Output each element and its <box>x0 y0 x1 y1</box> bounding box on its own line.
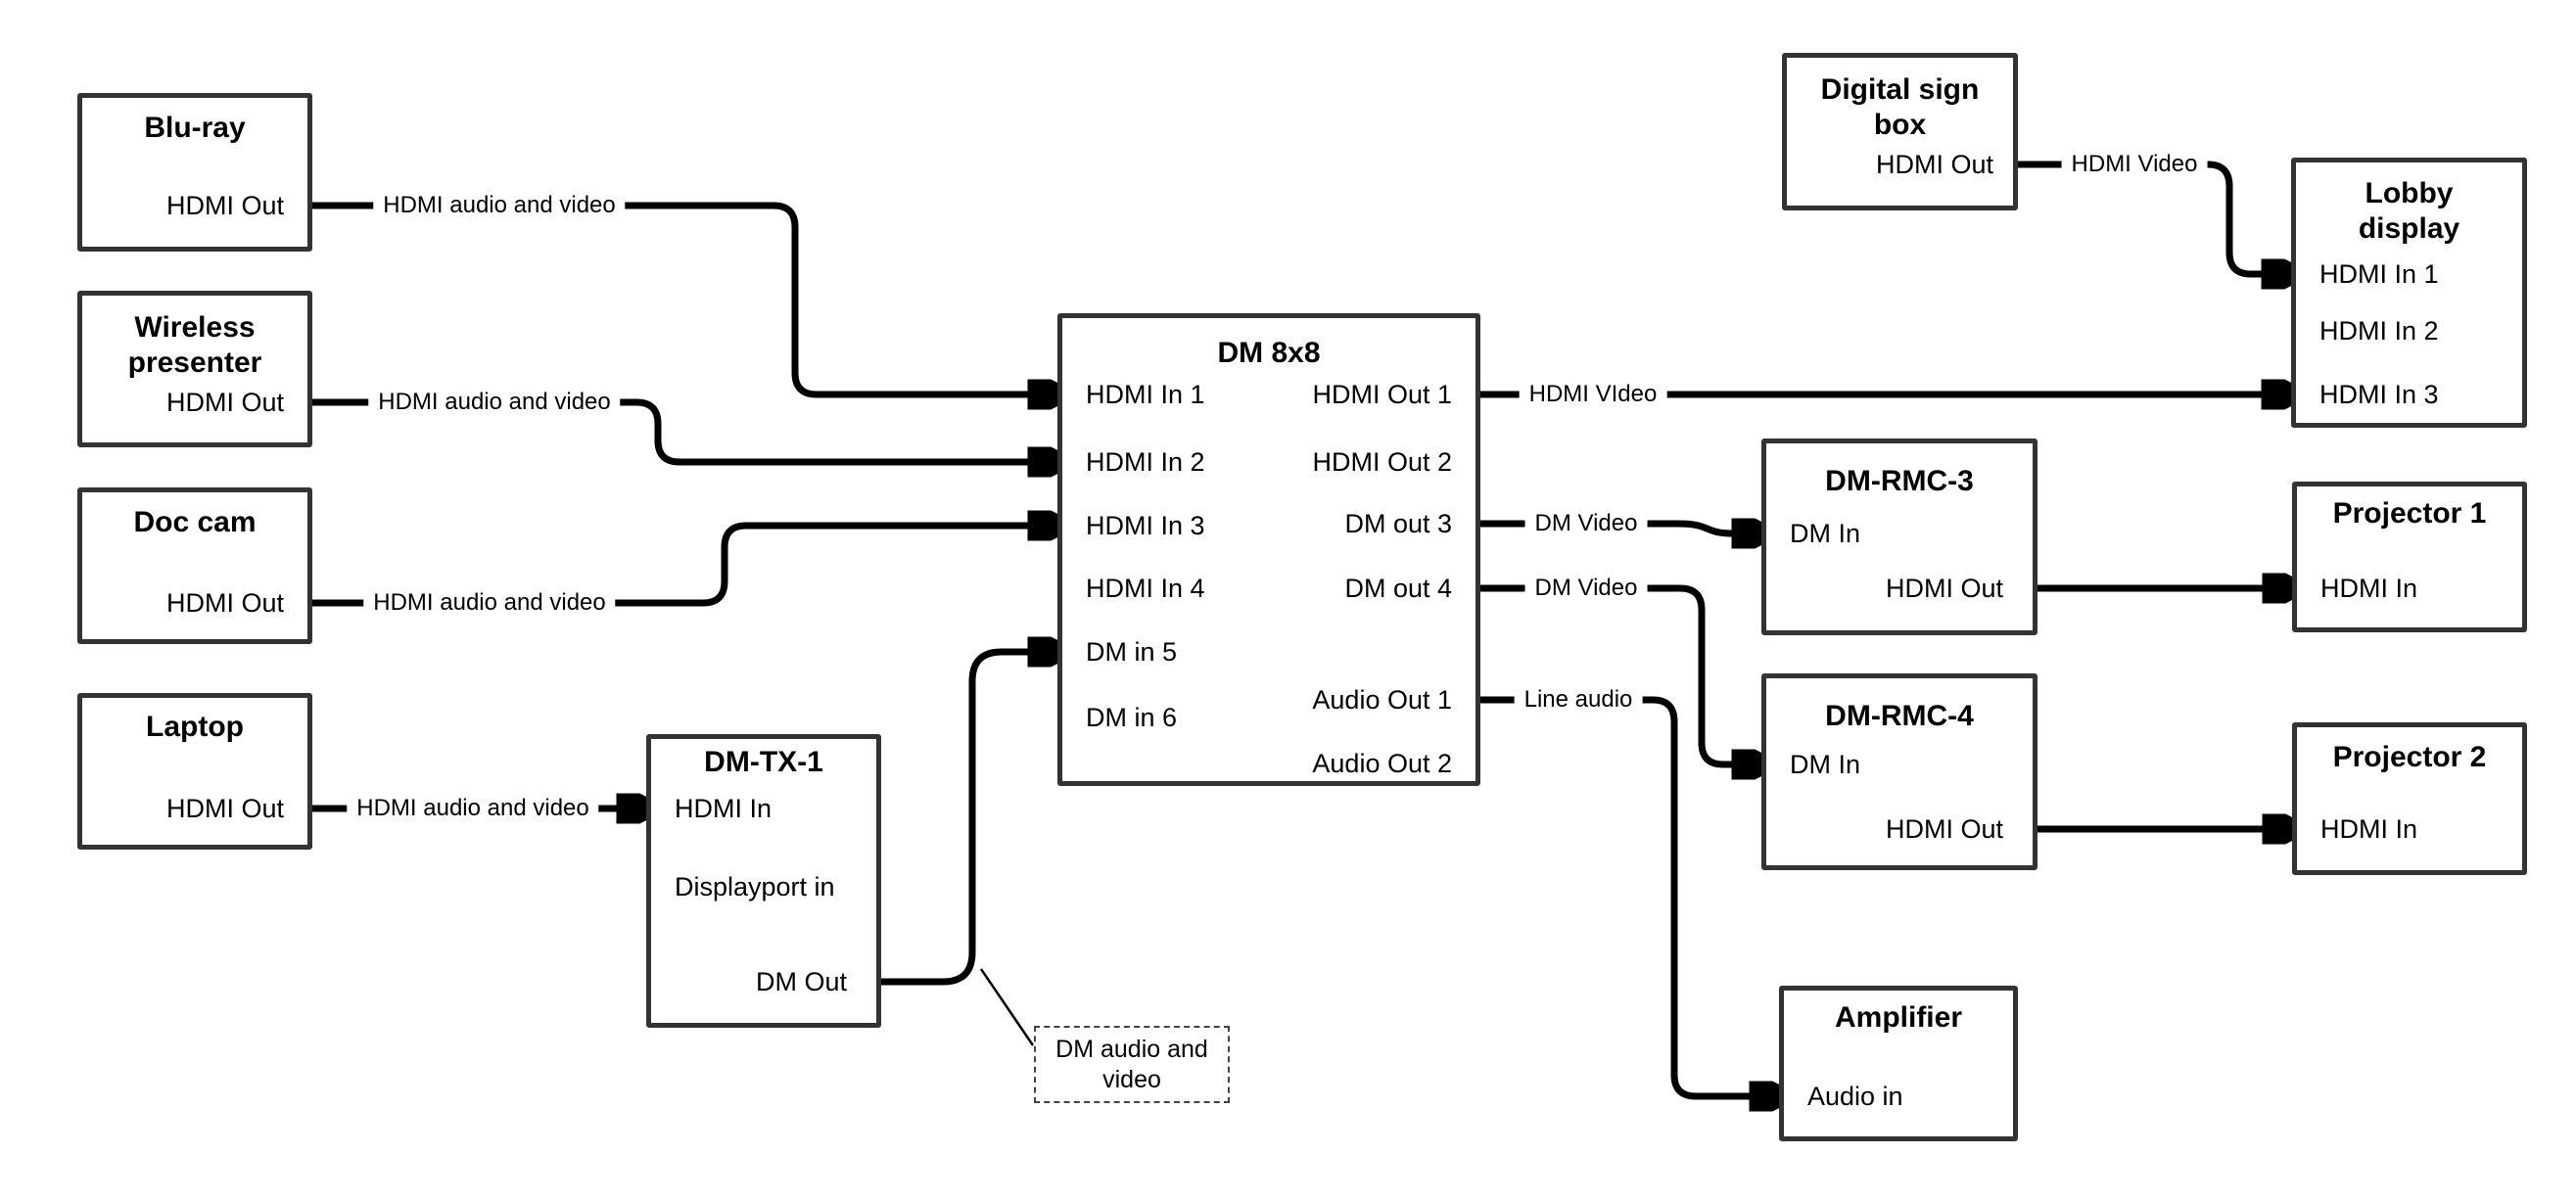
node-laptop: Laptop HDMI Out <box>77 693 312 850</box>
port-audio-in: Audio in <box>1807 1082 1903 1111</box>
wire-label-hdmi-av-3: HDMI audio and video <box>363 586 616 620</box>
port-displayport-in: Displayport in <box>675 872 835 901</box>
wire-doccam-to-dm8x8-in3 <box>312 526 1029 607</box>
port-audio-out-1: Audio Out 1 <box>1312 685 1452 715</box>
node-dm-rmc-3: DM-RMC-3 DM In HDMI Out <box>1761 439 2037 635</box>
node-title: DM-TX-1 <box>704 746 823 778</box>
port-hdmi-out: HDMI Out <box>165 588 284 618</box>
node-title: Amplifier <box>1834 1001 1963 1034</box>
port-dm-in-6: DM in 6 <box>1086 703 1178 732</box>
port-dm-in: DM In <box>1790 750 1861 779</box>
port-dm-in-5: DM in 5 <box>1086 637 1178 667</box>
port-hdmi-out-2: HDMI Out 2 <box>1312 447 1452 477</box>
callout-leader-line <box>979 968 1035 1046</box>
port-hdmi-in: HDMI In <box>675 794 773 823</box>
port-hdmi-out-1: HDMI Out 1 <box>1312 380 1452 409</box>
port-hdmi-out: HDMI Out <box>1885 814 2003 844</box>
port-hdmi-out: HDMI Out <box>165 794 284 823</box>
node-lobby-display: Lobby display HDMI In 1 HDMI In 2 HDMI I… <box>2291 158 2527 428</box>
wire-dm8x8-out4-to-dmrmc4 <box>1480 584 1733 764</box>
node-title: Laptop <box>146 711 244 743</box>
node-dm-tx-1: DM-TX-1 HDMI In Displayport in DM Out <box>646 734 881 1028</box>
port-hdmi-out: HDMI Out <box>1885 574 2003 603</box>
wire-dm8x8-audio1-to-amplifier <box>1480 696 1751 1096</box>
port-hdmi-in-3: HDMI In 3 <box>2319 380 2439 409</box>
node-title: Projector 2 <box>2332 741 2487 773</box>
node-projector-2: Projector 2 HDMI In <box>2292 722 2527 875</box>
node-title: Digital sign box <box>1820 73 1980 141</box>
node-projector-1: Projector 1 HDMI In <box>2292 482 2527 632</box>
node-digital-sign-box: Digital sign box HDMI Out <box>1782 53 2018 210</box>
node-title: DM 8x8 <box>1217 337 1321 369</box>
wire-label-dm-video-3: DM Video <box>1524 507 1648 540</box>
wire-dm8x8-out3-to-dmrmc3 <box>1480 524 1733 533</box>
node-wireless-presenter: Wireless presenter HDMI Out <box>77 291 312 447</box>
port-hdmi-in-1: HDMI In 1 <box>1086 380 1205 409</box>
port-hdmi-out: HDMI Out <box>1875 150 1993 179</box>
node-dm-rmc-4: DM-RMC-4 DM In HDMI Out <box>1761 673 2037 870</box>
port-hdmi-in: HDMI In <box>2320 574 2418 603</box>
wire-bluray-to-dm8x8-in1 <box>312 202 1029 394</box>
node-amplifier: Amplifier Audio in <box>1779 986 2018 1141</box>
port-dm-out-4: DM out 4 <box>1344 574 1452 603</box>
port-hdmi-in-4: HDMI In 4 <box>1086 574 1205 603</box>
wire-wireless-to-dm8x8-in2 <box>312 398 1029 462</box>
wire-label-line-audio: Line audio <box>1514 683 1643 716</box>
node-dm-8x8: DM 8x8 HDMI In 1 HDMI In 2 HDMI In 3 HDM… <box>1057 313 1480 786</box>
port-dm-in: DM In <box>1790 519 1861 548</box>
node-doc-cam: Doc cam HDMI Out <box>77 487 312 644</box>
wire-label-hdmi-av-4: HDMI audio and video <box>347 792 599 825</box>
wire-label-hdmi-video-lobby: HDMI VIdeo <box>1519 378 1667 411</box>
port-hdmi-out: HDMI Out <box>165 191 284 220</box>
port-hdmi-in-1: HDMI In 1 <box>2319 259 2439 289</box>
port-hdmi-in-2: HDMI In 2 <box>2319 316 2439 346</box>
port-audio-out-2: Audio Out 2 <box>1312 749 1452 778</box>
node-title: Lobby display <box>2358 177 2460 245</box>
node-blu-ray: Blu-ray HDMI Out <box>77 93 312 252</box>
wire-dmtx1-to-dm8x8-in5 <box>881 652 1029 986</box>
port-hdmi-in-3: HDMI In 3 <box>1086 511 1205 540</box>
wire-label-hdmi-av-1: HDMI audio and video <box>373 189 626 222</box>
wire-digitalsign-to-lobby-in1 <box>2018 161 2263 274</box>
callout-dm-audio-video: DM audio and video <box>1034 1026 1230 1103</box>
wire-label-hdmi-video-sign: HDMI Video <box>2061 148 2208 181</box>
port-dm-out-3: DM out 3 <box>1344 509 1452 538</box>
port-dm-out: DM Out <box>755 967 847 996</box>
node-title: Doc cam <box>133 506 257 538</box>
node-title: DM-RMC-4 <box>1825 700 1974 732</box>
wire-label-hdmi-av-2: HDMI audio and video <box>368 386 621 419</box>
node-title: DM-RMC-3 <box>1825 465 1974 497</box>
port-hdmi-in-2: HDMI In 2 <box>1086 447 1205 477</box>
port-hdmi-out: HDMI Out <box>165 388 284 417</box>
node-title: Projector 1 <box>2332 497 2487 530</box>
wire-label-dm-video-4: DM Video <box>1524 572 1648 605</box>
node-title: Blu-ray <box>144 112 246 144</box>
node-title: Wireless presenter <box>127 311 262 379</box>
port-hdmi-in: HDMI In <box>2320 814 2418 844</box>
